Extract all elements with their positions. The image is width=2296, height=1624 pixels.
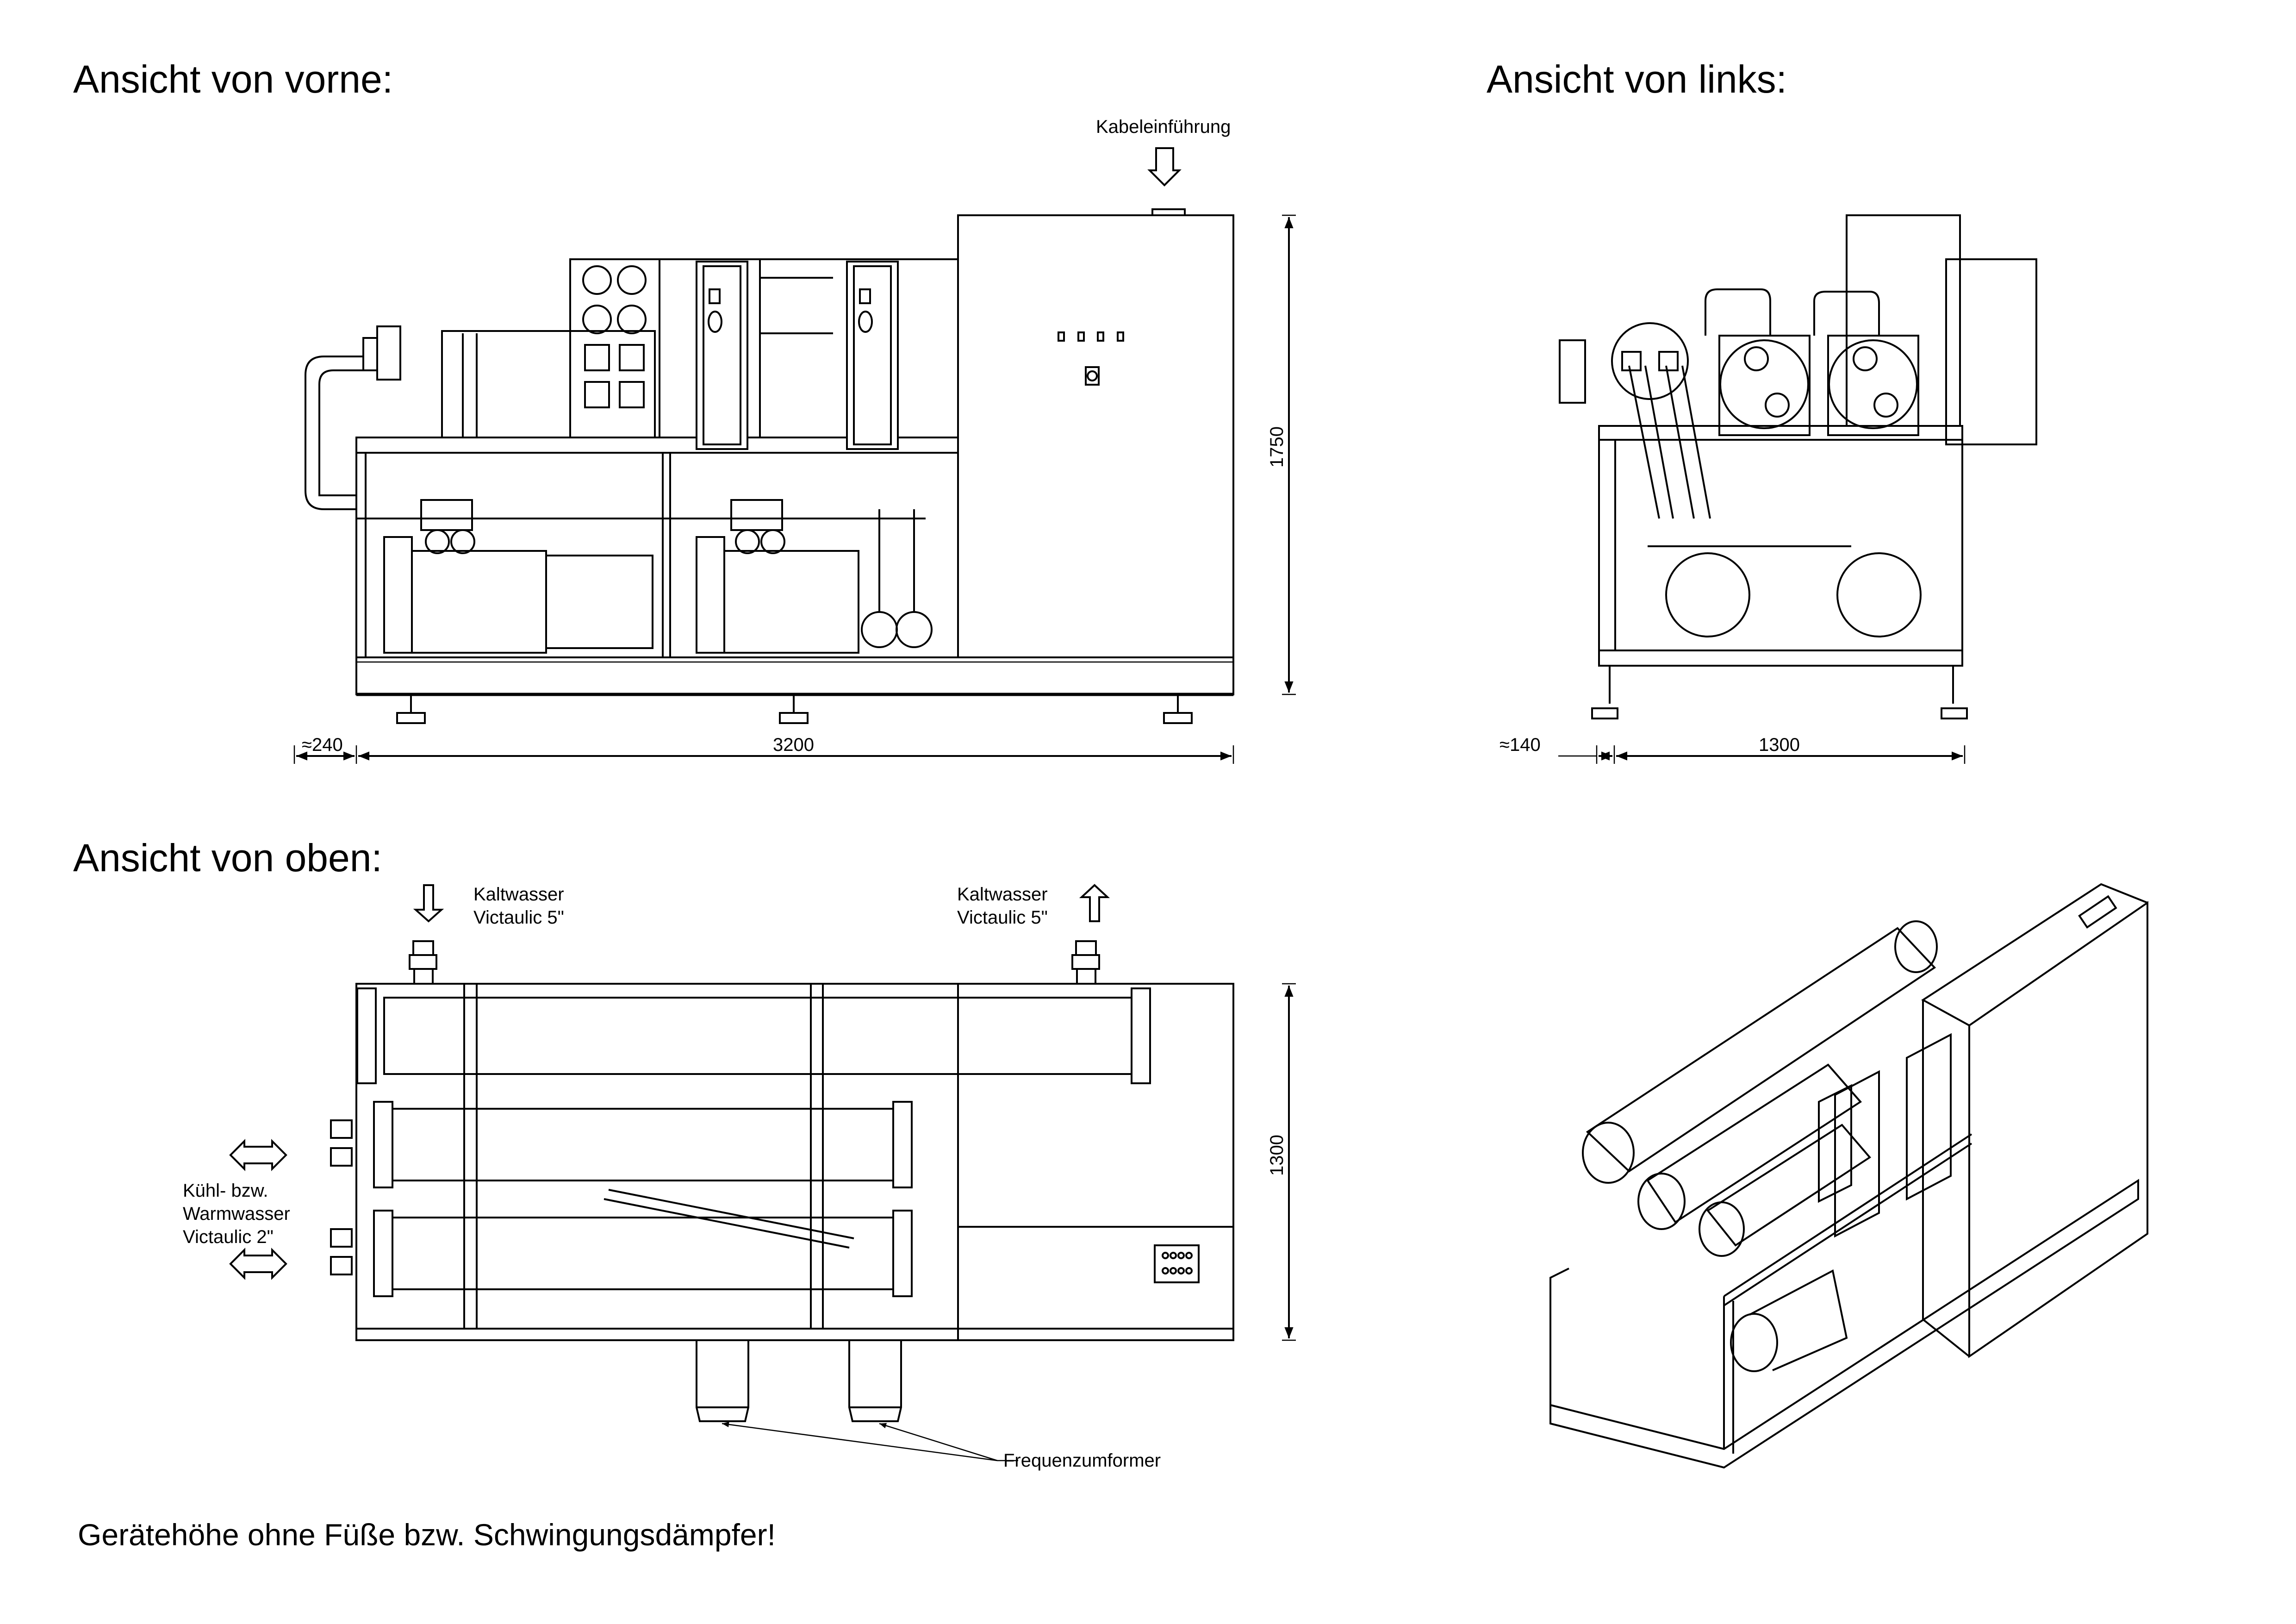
cooling-water-arrow-top-icon <box>229 1139 287 1171</box>
front-view-title: Ansicht von vorne: <box>73 57 393 101</box>
compressor-2 <box>671 499 933 654</box>
frequency-converter-front-2 <box>846 261 899 450</box>
front-length-dim: 3200 <box>773 735 814 755</box>
left-width-dim: 1300 <box>1759 735 1800 755</box>
front-overhang-dim: ≈240 <box>302 735 343 755</box>
cable-entry-label: Kabeleinführung <box>1096 117 1231 137</box>
cold-water-in-label-1: Kaltwasser <box>473 884 564 905</box>
feet <box>396 694 1193 724</box>
compressor-left-1 <box>1665 552 1750 637</box>
pressure-gauges <box>582 265 647 408</box>
cable-gland-plate <box>1154 1244 1200 1283</box>
cooling-water-label-1: Kühl- bzw. <box>183 1181 268 1201</box>
left-view: ≈140 1300 <box>1500 214 2037 764</box>
front-height-dim: 1750 <box>1267 426 1287 468</box>
footnote: Gerätehöhe ohne Füße bzw. Schwingungsdäm… <box>78 1518 776 1552</box>
main-switch-icon <box>1085 366 1100 386</box>
cold-water-in-arrow-icon <box>413 884 444 923</box>
evaporator-shell <box>383 997 1149 1075</box>
frequency-converter-label: Frequenzumformer <box>1003 1450 1161 1471</box>
cooling-water-arrow-bottom-icon <box>229 1248 287 1280</box>
top-dimensions: 1300 <box>1267 983 1296 1341</box>
top-view-title: Ansicht von oben: <box>73 836 382 880</box>
frequency-converter-front-1 <box>696 261 748 450</box>
cold-water-out-label-2: Victaulic 5" <box>957 907 1048 928</box>
top-depth-dim: 1300 <box>1267 1135 1287 1176</box>
cold-water-in-label-2: Victaulic 5" <box>473 907 564 928</box>
left-view-title: Ansicht von links: <box>1487 57 1787 101</box>
electrical-cabinet <box>957 208 1234 658</box>
front-view: Kabeleinführung <box>293 117 1296 764</box>
front-dimensions: ≈240 3200 1750 <box>293 214 1296 764</box>
left-dimensions: ≈140 1300 <box>1500 735 1966 764</box>
iso-electrical-cabinet <box>1968 901 2148 1358</box>
evaporator-head <box>1611 322 1689 400</box>
cooling-water-label-3: Victaulic 2" <box>183 1227 274 1247</box>
cable-entry-arrow-icon <box>1147 147 1182 187</box>
condenser-shell-2 <box>383 1217 903 1290</box>
cold-water-out-arrow-icon <box>1079 884 1110 922</box>
condenser-shell-1 <box>383 1108 903 1181</box>
cold-water-out-label-1: Kaltwasser <box>957 884 1048 905</box>
isometric-view <box>1549 883 2148 1469</box>
compressor-left-2 <box>1836 552 1922 637</box>
cooling-water-label-2: Warmwasser <box>183 1204 290 1224</box>
left-overhang-dim: ≈140 <box>1500 735 1541 755</box>
top-view: Kaltwasser Victaulic 5" Kaltwasser Victa… <box>183 884 1296 1471</box>
frequency-converters-top <box>696 1340 1018 1462</box>
compressor-1 <box>356 499 671 654</box>
